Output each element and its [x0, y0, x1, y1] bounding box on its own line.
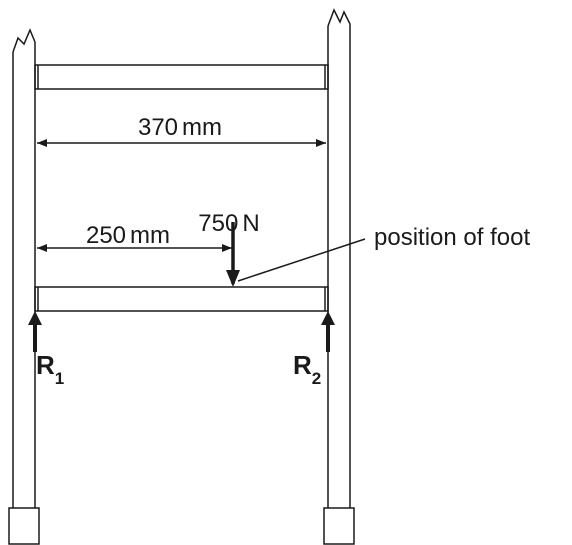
annotation-leader [237, 238, 366, 282]
reaction-left-arrowhead [28, 311, 42, 325]
reaction-right-arrowhead [321, 311, 335, 325]
reaction-right-label: R2 [293, 350, 321, 388]
left-stile [8, 28, 40, 545]
annotation-label: position of foot [374, 224, 530, 251]
upper-rung [34, 64, 329, 90]
right-stile [323, 8, 355, 545]
reaction-left-label: R1 [36, 350, 64, 388]
foot-load-arrowhead [226, 270, 240, 287]
lower-rung [34, 286, 329, 312]
